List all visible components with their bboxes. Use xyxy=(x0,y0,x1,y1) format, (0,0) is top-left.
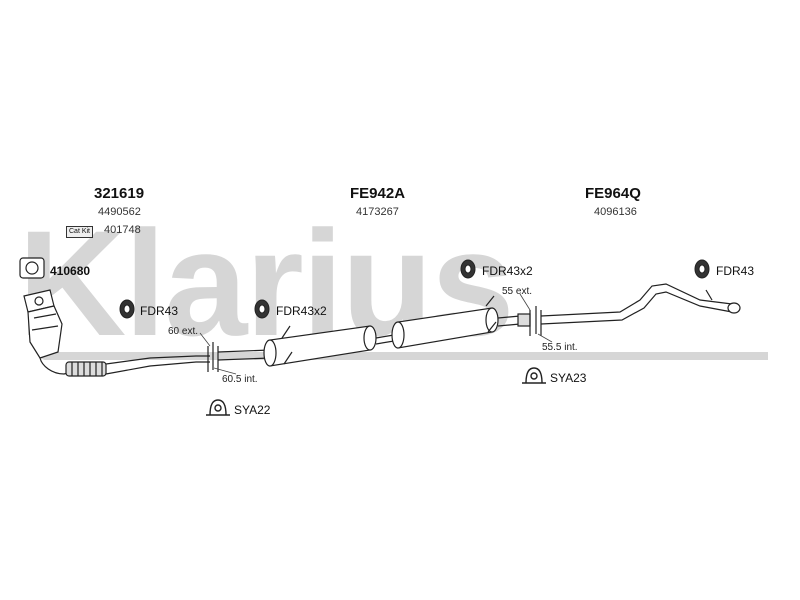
dim-ext-right: 55 ext. xyxy=(502,286,533,297)
section-title-3: FE964Q xyxy=(585,185,641,202)
flex-pipe-drawing xyxy=(65,361,107,377)
rubber-mount-icon xyxy=(254,299,270,319)
gasket-icon xyxy=(19,257,45,279)
tail-pipe-drawing xyxy=(540,283,733,325)
dim-ext-left: 60 ext. xyxy=(168,326,199,337)
clamp-icon xyxy=(522,367,546,384)
joint-left-drawing xyxy=(207,342,219,372)
rear-silencer-drawing xyxy=(391,295,499,349)
catalytic-converter-drawing xyxy=(23,289,73,375)
clamp-icon xyxy=(206,399,230,416)
catkit-badge: Cat Kit xyxy=(66,226,94,238)
dim-int-right: 55.5 int. xyxy=(542,342,578,353)
mount-right-mid-label: FDR43x2 xyxy=(482,264,533,278)
watermark-underline xyxy=(40,352,768,360)
section-code-1: 4490562 xyxy=(98,206,141,218)
mount-mid-label: FDR43x2 xyxy=(276,304,327,318)
dim-int-left: 60.5 int. xyxy=(222,374,258,385)
mount-right-label: FDR43 xyxy=(716,264,755,278)
rubber-mount-icon xyxy=(119,299,135,319)
section-code-3: 4096136 xyxy=(594,206,637,218)
leader-lines xyxy=(199,293,553,375)
rubber-mount-icon xyxy=(694,259,710,279)
section-title-2: FE942A xyxy=(350,185,406,202)
mount-left-label: FDR43 xyxy=(140,304,179,318)
catkit-code: 401748 xyxy=(104,224,141,236)
clamp-left-label: SYA22 xyxy=(234,403,271,417)
tail-pipe-end xyxy=(727,302,741,314)
front-pipe-drawing xyxy=(105,355,210,375)
rubber-mount-icon xyxy=(460,259,476,279)
section-code-2: 4173267 xyxy=(356,206,399,218)
section-title-1: 321619 xyxy=(94,185,145,202)
pipe-centre-inlet-drawing xyxy=(217,349,271,361)
clamp-right-label: SYA23 xyxy=(550,371,587,385)
gasket-label: 410680 xyxy=(50,264,91,278)
tail-connection-drawing xyxy=(497,315,521,327)
joint-right-drawing xyxy=(529,306,542,336)
centre-silencer-drawing xyxy=(263,325,377,367)
mount-icons xyxy=(119,259,710,319)
